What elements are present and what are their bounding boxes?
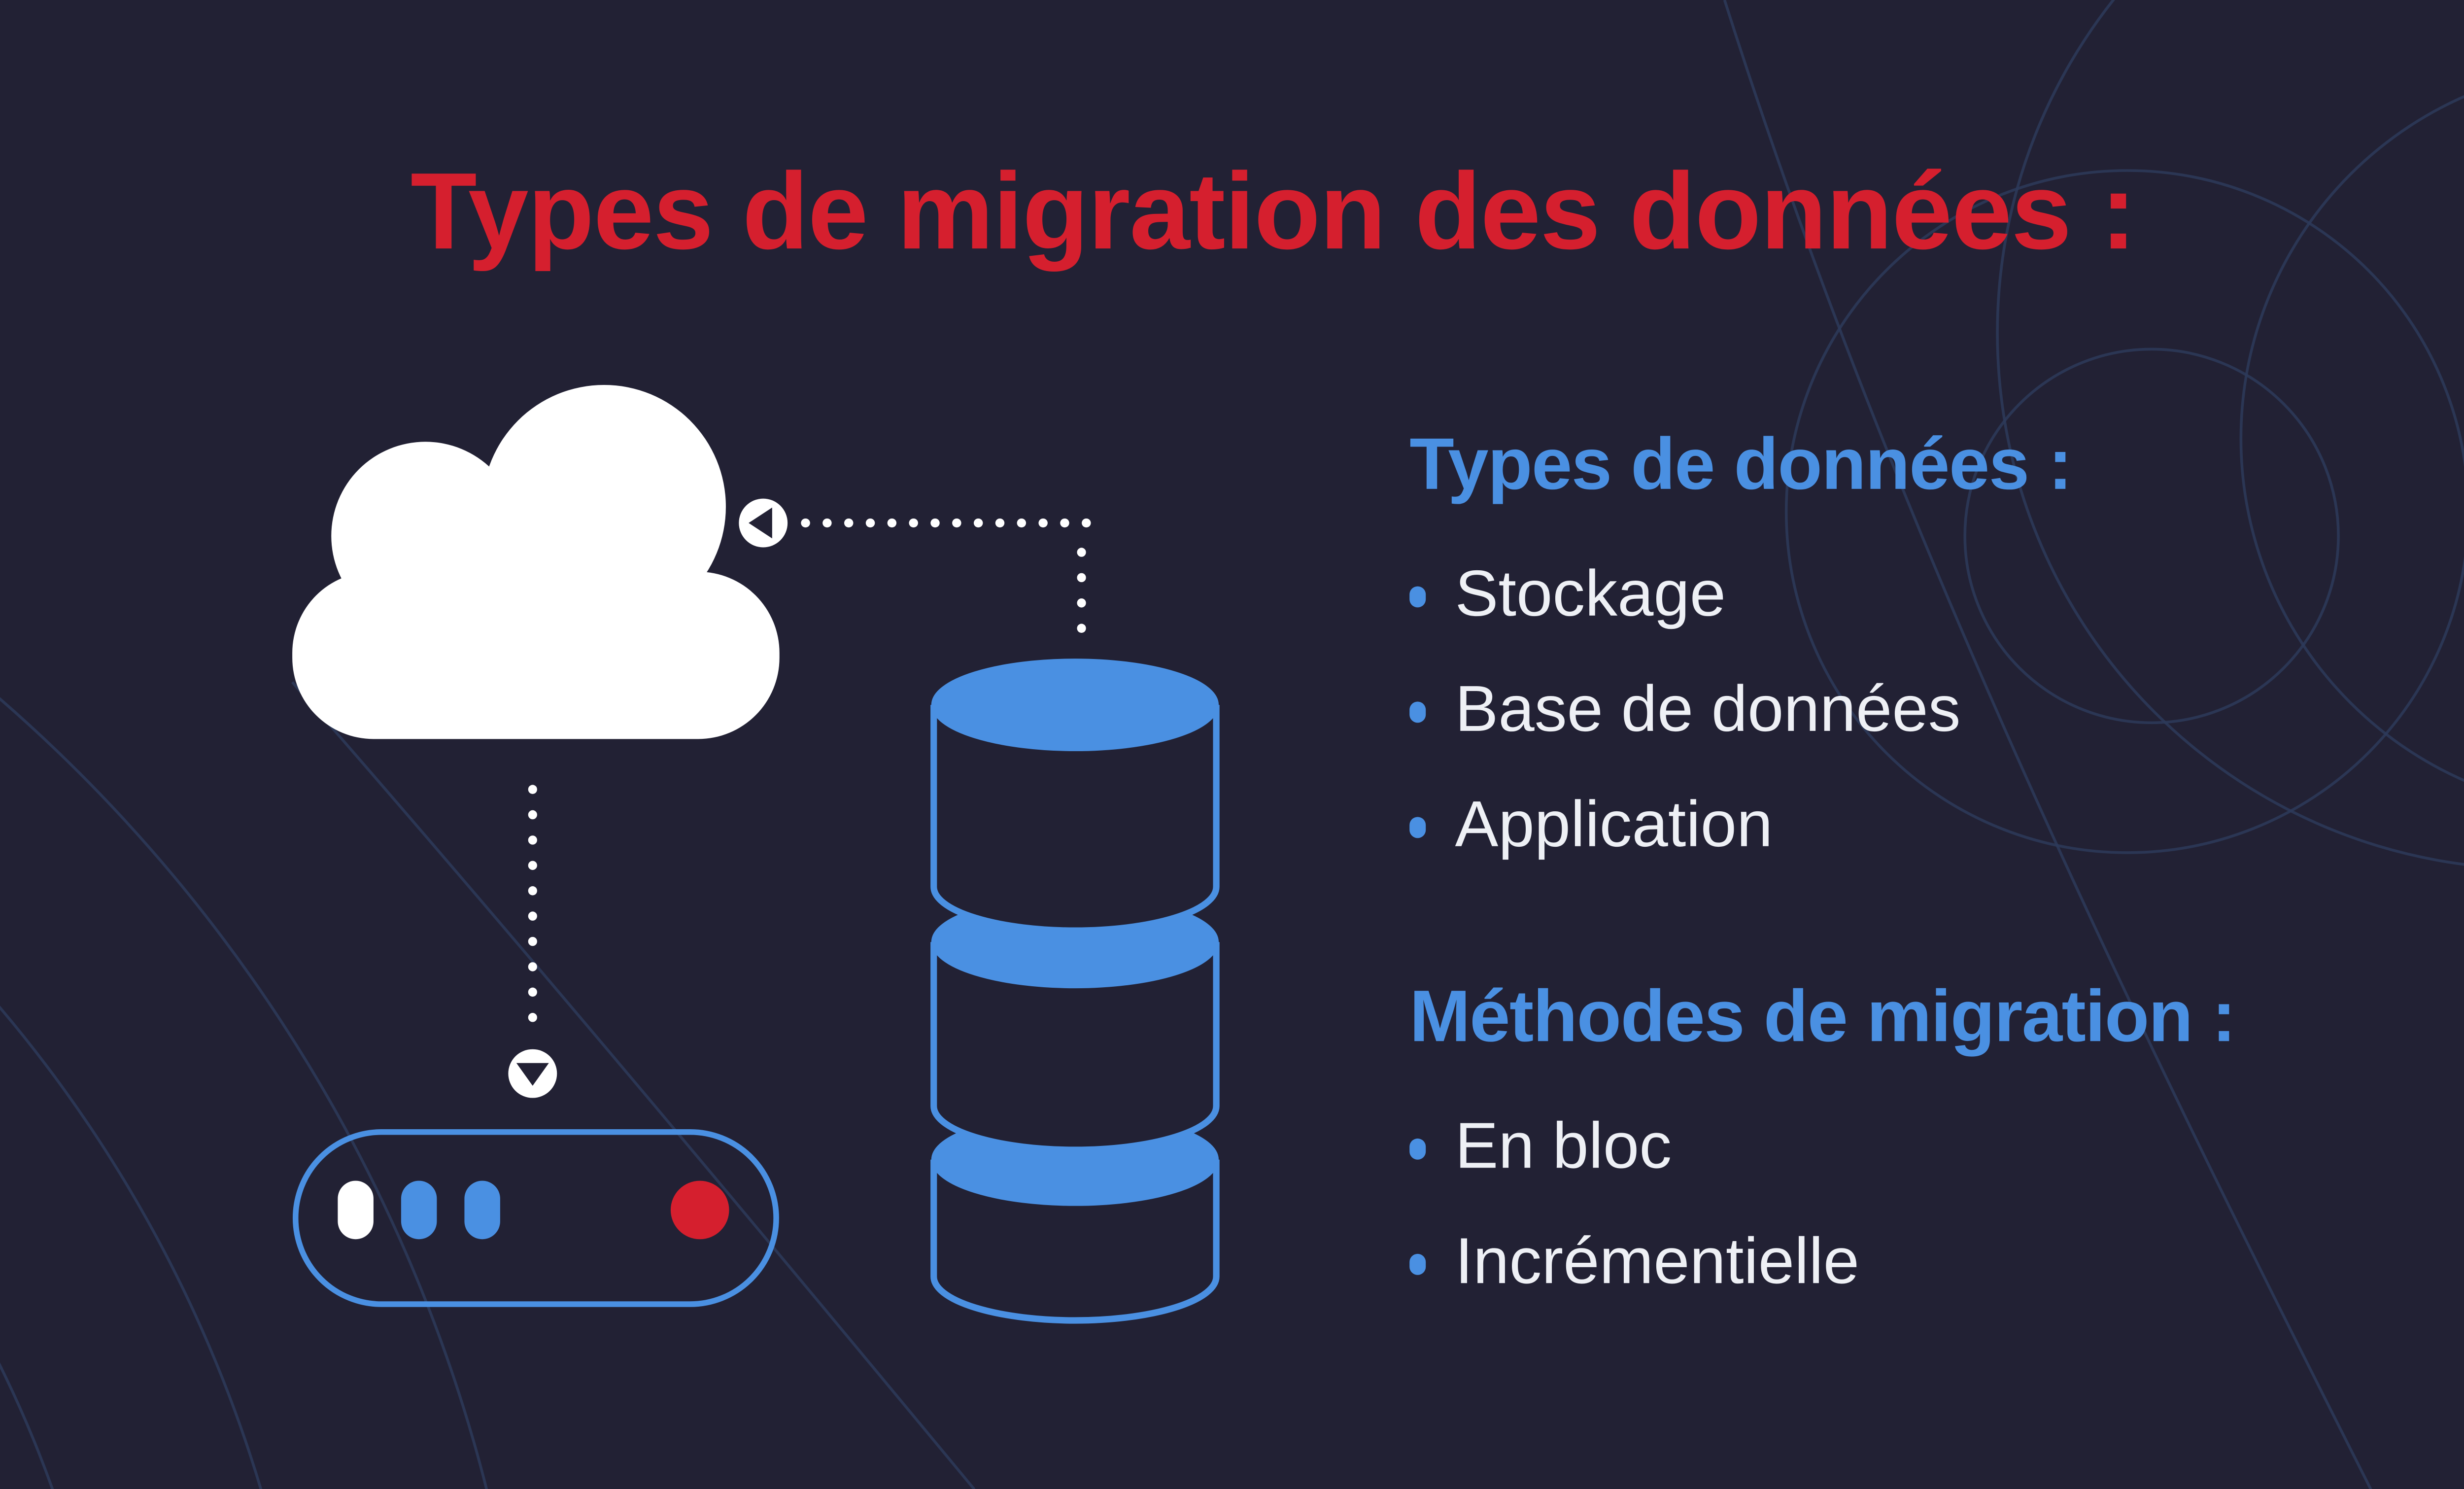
arrow-down-icon bbox=[508, 1049, 557, 1098]
list-item-label: Stockage bbox=[1455, 558, 1726, 630]
arrow-left-icon bbox=[739, 498, 788, 548]
server-device-icon bbox=[292, 1129, 779, 1307]
list-item-label: En bloc bbox=[1455, 1110, 1672, 1182]
list-item-label: Incrémentielle bbox=[1455, 1226, 1860, 1298]
server-led-blue-1 bbox=[401, 1180, 437, 1240]
decor-circle bbox=[1785, 169, 2464, 854]
list-item: Incrémentielle bbox=[1409, 1223, 2235, 1301]
decor-circle bbox=[2239, 95, 2464, 782]
cloud-icon bbox=[292, 384, 780, 739]
bullet-dot bbox=[1409, 816, 1426, 837]
server-led-red bbox=[670, 1180, 729, 1240]
database-cylinder-top bbox=[930, 658, 1220, 934]
server-led-white bbox=[338, 1180, 374, 1240]
bullet-dot bbox=[1409, 1138, 1426, 1159]
bullet-dot bbox=[1409, 585, 1426, 607]
database-stack-icon bbox=[930, 658, 1220, 1324]
page-title: Types de migration des données : bbox=[410, 151, 2137, 273]
data-types-list: Stockage Base de données Application bbox=[1409, 555, 2235, 864]
decor-arc bbox=[291, 681, 976, 1489]
section-heading: Types de données : bbox=[1409, 422, 2072, 505]
content-panel: Types de données : Stockage Base de donn… bbox=[1409, 422, 2236, 1301]
list-item: En bloc bbox=[1409, 1108, 2235, 1185]
list-item-label: Base de données bbox=[1455, 674, 1961, 746]
decor-arc bbox=[1723, 0, 2372, 1489]
list-item: Base de données bbox=[1409, 671, 2235, 749]
database-cylinder-bottom bbox=[930, 1113, 1220, 1324]
server-body bbox=[292, 1129, 779, 1307]
list-item-label: Application bbox=[1455, 789, 1773, 861]
decor-circle bbox=[1996, 0, 2464, 866]
section-data-types: Types de données : Stockage Base de donn… bbox=[1409, 422, 2235, 864]
migration-methods-list: En bloc Incrémentielle bbox=[1409, 1108, 2235, 1301]
section-migration-methods: Méthodes de migration : En bloc Incrémen… bbox=[1409, 974, 2236, 1301]
list-item: Application bbox=[1409, 786, 2235, 864]
bullet-dot bbox=[1409, 700, 1426, 722]
server-led-blue-2 bbox=[464, 1180, 500, 1240]
bullet-dot bbox=[1409, 1253, 1426, 1275]
decor-circle bbox=[1963, 347, 2340, 725]
section-heading: Méthodes de migration : bbox=[1409, 974, 2236, 1058]
database-cylinder-middle bbox=[930, 896, 1220, 1153]
list-item: Stockage bbox=[1409, 555, 2235, 633]
